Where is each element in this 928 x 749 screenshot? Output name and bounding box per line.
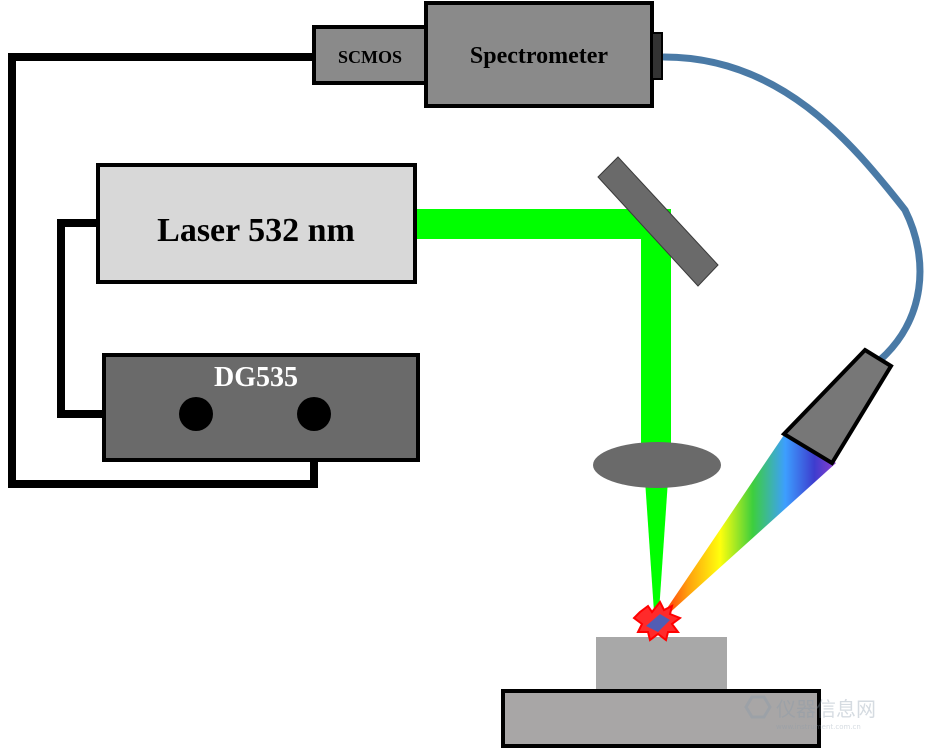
watermark-text: 仪器信息网 [776, 697, 876, 721]
laser: Laser 532 nm [96, 163, 417, 284]
focusing-lens [593, 442, 721, 488]
plasma-emission-cone [655, 432, 836, 626]
dg535-output-port-1 [179, 397, 213, 431]
spectrometer: Spectrometer [424, 1, 663, 108]
scmos-label: SCMOS [338, 47, 402, 67]
plasma-core [646, 614, 670, 632]
plasma-spark [632, 600, 683, 642]
laser-beam-focused [645, 480, 668, 612]
spectrometer-label: Spectrometer [470, 43, 609, 69]
laser-label: Laser 532 nm [157, 212, 355, 249]
sample-stage [501, 689, 821, 748]
dg535-box [102, 353, 420, 462]
mirror [597, 156, 719, 287]
fiber-connector [651, 32, 663, 80]
laser-box [96, 163, 417, 284]
watermark: 仪器信息网 www.instrument.com.cn [744, 695, 876, 731]
delay-generator: DG535 [102, 353, 420, 462]
dg535-output-port-2 [297, 397, 331, 431]
sample [596, 637, 727, 692]
dg535-label: DG535 [214, 362, 298, 393]
laser-beam-horizontal [416, 209, 670, 239]
fiber-optic-cable [660, 53, 924, 364]
scmos-box [312, 25, 428, 85]
watermark-logo-icon [744, 695, 772, 719]
collection-probe [780, 347, 894, 466]
laser-beam [416, 209, 671, 612]
watermark-subtext: www.instrument.com.cn [776, 723, 861, 731]
scmos-camera: SCMOS [312, 25, 428, 85]
